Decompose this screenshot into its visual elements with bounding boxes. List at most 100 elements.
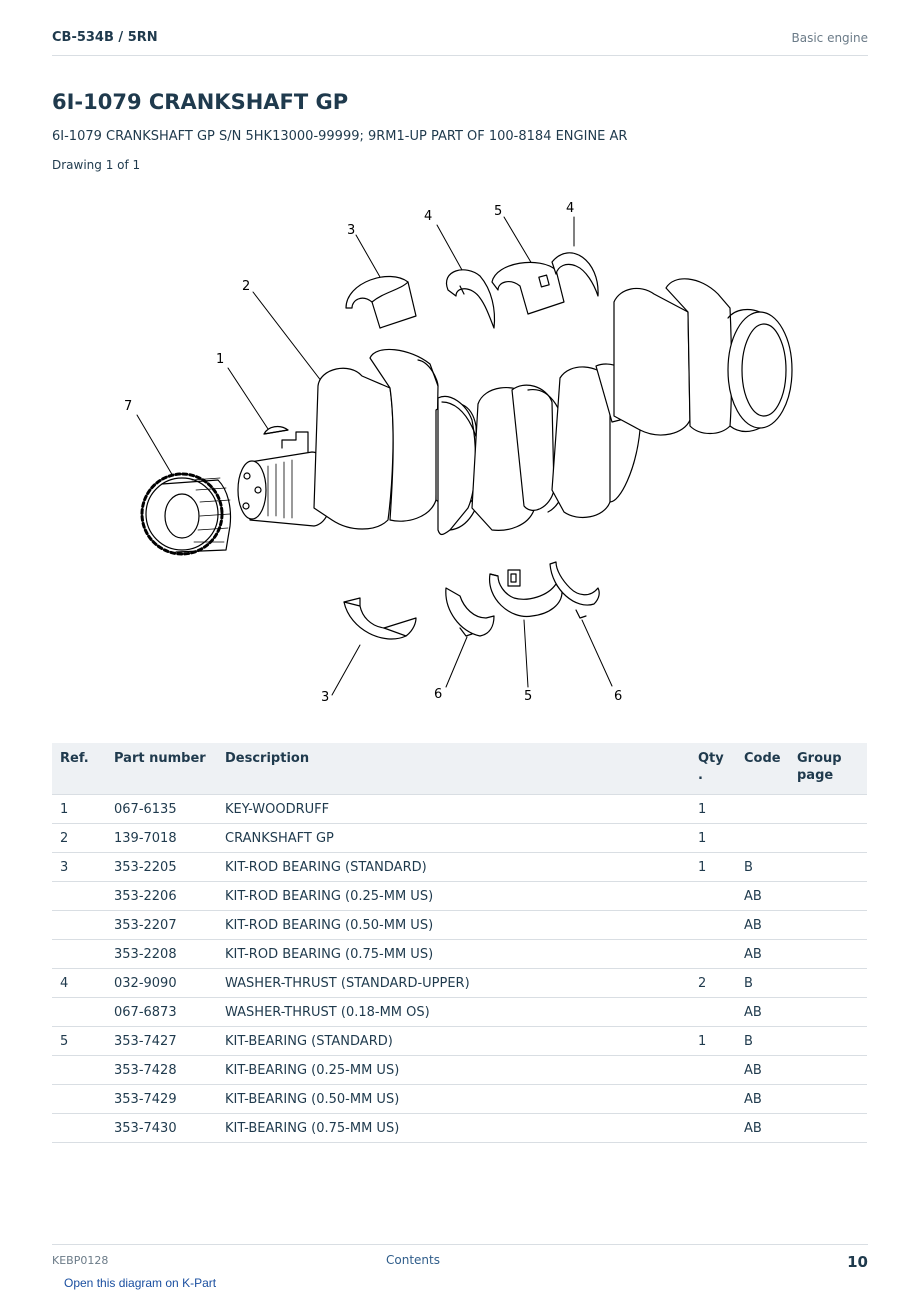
cell-code: B xyxy=(736,1026,789,1056)
cell-group-page xyxy=(789,1026,867,1056)
cell-code: AB xyxy=(736,1055,789,1085)
callout-1: 1 xyxy=(216,352,224,367)
cell-description: KIT-ROD BEARING (0.75-MM US) xyxy=(217,939,690,969)
callout-3-lower: 3 xyxy=(321,690,329,705)
drawing-label: Drawing 1 of 1 xyxy=(52,158,141,172)
cell-group-page xyxy=(789,910,867,940)
cell-part-number: 139-7018 xyxy=(106,823,217,853)
cell-group-page xyxy=(789,997,867,1027)
model-label: CB-534B / 5RN xyxy=(52,30,158,45)
cell-ref xyxy=(52,910,106,940)
cell-code: B xyxy=(736,968,789,998)
cell-part-number: 353-2206 xyxy=(106,881,217,911)
header-group-line1: Group xyxy=(797,751,842,766)
cell-description: KIT-ROD BEARING (0.50-MM US) xyxy=(217,910,690,940)
header-qty: Qty. xyxy=(690,743,736,795)
crankshaft-diagram: 3 4 5 4 2 1 7 3 6 5 6 xyxy=(100,190,820,715)
cell-qty: 1 xyxy=(690,794,736,824)
cell-group-page xyxy=(789,794,867,824)
cell-part-number: 353-2205 xyxy=(106,852,217,882)
cell-group-page xyxy=(789,1084,867,1114)
callout-2: 2 xyxy=(242,279,250,294)
cell-qty xyxy=(690,939,736,969)
lower-thrust-washer-right xyxy=(549,561,600,619)
cell-qty xyxy=(690,1084,736,1114)
cell-qty xyxy=(690,1113,736,1143)
open-kpart-link[interactable]: Open this diagram on K-Part xyxy=(64,1276,217,1290)
header-ref: Ref. xyxy=(52,743,106,795)
cell-group-page xyxy=(789,1055,867,1085)
cell-part-number: 353-2208 xyxy=(106,939,217,969)
callout-5-upper: 5 xyxy=(494,204,502,219)
cell-description: KIT-BEARING (0.25-MM US) xyxy=(217,1055,690,1085)
upper-rod-bearing xyxy=(345,275,417,329)
page-title: 6I-1079 CRANKSHAFT GP xyxy=(52,90,349,114)
cell-qty xyxy=(690,997,736,1027)
header-qty-line1: Qty xyxy=(698,751,724,766)
cell-ref xyxy=(52,939,106,969)
cell-ref: 2 xyxy=(52,823,106,853)
cell-ref: 3 xyxy=(52,852,106,882)
cell-group-page xyxy=(789,823,867,853)
cell-ref: 5 xyxy=(52,1026,106,1056)
header-code: Code xyxy=(736,743,789,795)
right-thrust-washer xyxy=(551,252,599,297)
cell-ref xyxy=(52,1113,106,1143)
cell-qty: 1 xyxy=(690,823,736,853)
cell-code: AB xyxy=(736,939,789,969)
callout-6-left: 6 xyxy=(434,687,442,702)
lower-main-bearing xyxy=(489,569,563,618)
cell-group-page xyxy=(789,968,867,998)
lower-thrust-washer-left xyxy=(445,587,495,637)
parts-table: Ref. Part number Description Qty. Code G… xyxy=(52,743,867,1143)
cell-part-number: 067-6135 xyxy=(106,794,217,824)
cell-part-number: 353-7428 xyxy=(106,1055,217,1085)
crankshaft-body xyxy=(237,278,793,536)
header-description: Description xyxy=(217,743,690,795)
cell-description: KIT-BEARING (STANDARD) xyxy=(217,1026,690,1056)
cell-description: KEY-WOODRUFF xyxy=(217,794,690,824)
upper-thrust-washer xyxy=(445,269,496,329)
callout-7: 7 xyxy=(124,399,132,414)
cell-description: KIT-BEARING (0.75-MM US) xyxy=(217,1113,690,1143)
callout-4-right: 4 xyxy=(566,201,574,216)
cell-code: AB xyxy=(736,1113,789,1143)
cell-code: AB xyxy=(736,1084,789,1114)
cell-description: KIT-ROD BEARING (0.25-MM US) xyxy=(217,881,690,911)
cell-qty: 1 xyxy=(690,1026,736,1056)
header-qty-line2: . xyxy=(698,768,703,783)
cell-code: B xyxy=(736,852,789,882)
upper-main-bearing xyxy=(491,261,565,315)
cell-ref xyxy=(52,1055,106,1085)
cell-description: CRANKSHAFT GP xyxy=(217,823,690,853)
header-part-number: Part number xyxy=(106,743,217,795)
page-header: CB-534B / 5RN Basic engine xyxy=(52,28,868,56)
cell-description: WASHER-THRUST (0.18-MM OS) xyxy=(217,997,690,1027)
cell-part-number: 032-9090 xyxy=(106,968,217,998)
cell-code: AB xyxy=(736,881,789,911)
cell-qty xyxy=(690,881,736,911)
cell-part-number: 353-7427 xyxy=(106,1026,217,1056)
cell-qty: 2 xyxy=(690,968,736,998)
callout-3-upper: 3 xyxy=(347,223,355,238)
woodruff-key xyxy=(263,425,289,435)
parts-table-header: Ref. Part number Description Qty. Code G… xyxy=(52,743,867,795)
callout-labels: 3 4 5 4 2 1 7 3 6 5 6 xyxy=(124,201,622,705)
page-subtitle: 6I-1079 CRANKSHAFT GP S/N 5HK13000-99999… xyxy=(52,129,628,144)
page-number: 10 xyxy=(847,1253,868,1271)
cell-ref xyxy=(52,1084,106,1114)
contents-link[interactable]: Contents xyxy=(386,1253,440,1267)
cell-description: WASHER-THRUST (STANDARD-UPPER) xyxy=(217,968,690,998)
cell-group-page xyxy=(789,881,867,911)
cell-ref xyxy=(52,997,106,1027)
callout-leaders xyxy=(136,216,613,696)
